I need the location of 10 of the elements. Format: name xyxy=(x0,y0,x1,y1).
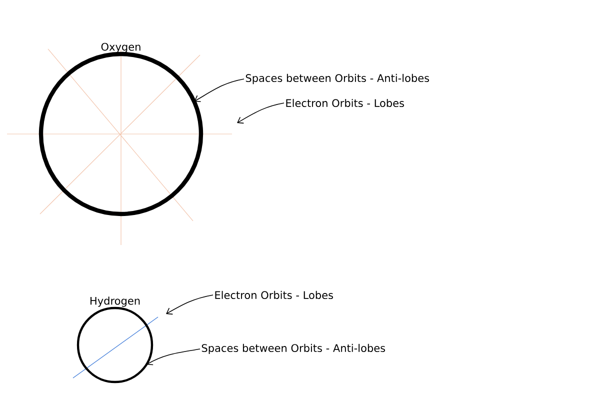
annotation-text: Spaces between Orbits - Anti-lobes xyxy=(246,74,430,84)
leader-arrow xyxy=(146,348,200,366)
leader-arrow xyxy=(166,294,214,315)
annotation-text: Electron Orbits - Lobes xyxy=(215,290,333,300)
node-label: Hydrogen xyxy=(90,296,140,307)
annotation-text: Electron Orbits - Lobes xyxy=(286,98,404,108)
annotation-text: Spaces between Orbits - Anti-lobes xyxy=(202,344,386,354)
leader-arrow xyxy=(194,78,244,102)
node-label: Oxygen xyxy=(101,42,140,53)
leader-arrow xyxy=(237,102,284,124)
